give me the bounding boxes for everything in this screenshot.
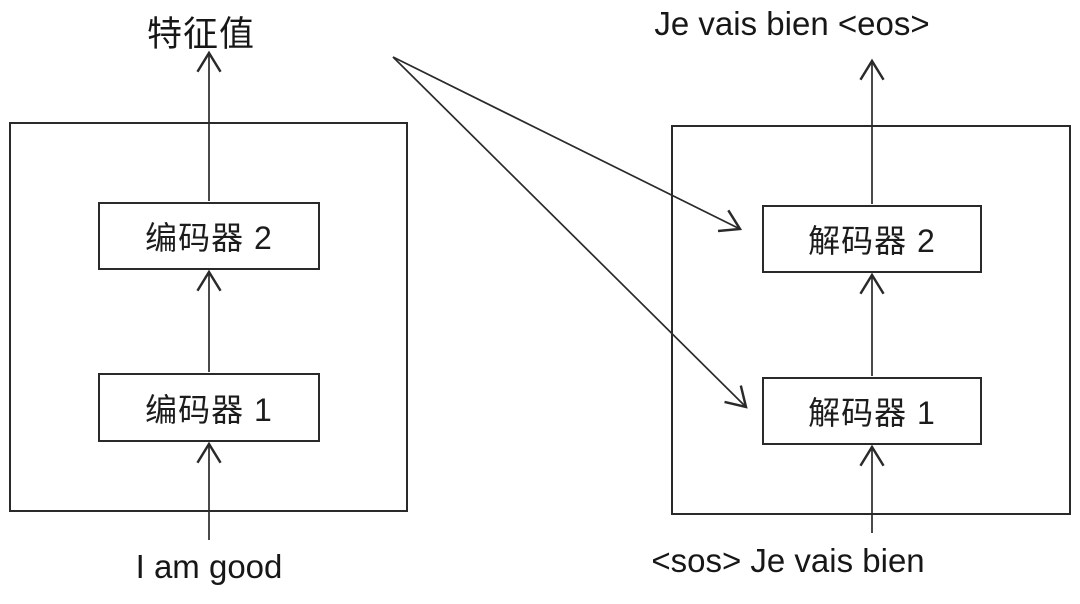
encoder-2-label: 编码器 2: [145, 220, 273, 256]
decoder-1-label: 解码器 1: [808, 395, 936, 431]
decoder-2-block: 解码器 2: [762, 205, 982, 273]
decoder-1-block: 解码器 1: [762, 377, 982, 445]
encoder-stack-box: [9, 122, 408, 512]
decoder-stack-box: [671, 125, 1071, 515]
encoder-1-label: 编码器 1: [145, 391, 273, 428]
feature-value-label: 特征值: [146, 15, 256, 54]
encoder-2-block: 编码器 2: [98, 202, 320, 270]
encoder-input-label: I am good: [135, 548, 283, 585]
encoder-1-block: 编码器 1: [98, 373, 320, 442]
decoder-2-label: 解码器 2: [808, 223, 936, 259]
decoder-output-label: Je vais bien <eos>: [654, 5, 930, 42]
decoder-input-label: <sos> Je vais bien: [651, 542, 925, 579]
